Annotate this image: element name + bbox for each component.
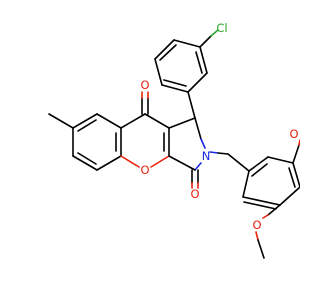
bond	[199, 46, 208, 74]
bond	[48, 113, 74, 129]
bond	[199, 35, 212, 48]
bond	[163, 79, 187, 87]
ketone-oxygen-label: O	[140, 78, 149, 92]
bond	[292, 144, 300, 164]
bond	[288, 167, 296, 188]
bond	[267, 156, 294, 164]
bond	[217, 152, 229, 155]
bond	[279, 186, 300, 206]
bond	[120, 155, 140, 168]
chlorine-atom-label: Cl	[216, 21, 227, 35]
bond	[72, 155, 98, 171]
bond	[255, 231, 259, 241]
bond	[187, 72, 208, 93]
bond	[227, 153, 250, 172]
bond	[251, 163, 268, 177]
bond	[96, 155, 122, 171]
bond	[210, 29, 219, 37]
bond	[200, 138, 206, 149]
bond	[144, 113, 170, 129]
bond	[173, 39, 201, 48]
bond	[120, 113, 146, 129]
methoxy-oxygen-para-label: O	[289, 127, 298, 141]
bond	[96, 113, 122, 129]
bond	[262, 214, 269, 219]
bond	[292, 162, 300, 188]
bond	[194, 117, 202, 140]
nitrogen-atom-label: N	[202, 149, 211, 163]
bond	[248, 156, 269, 172]
lactam-oxygen-label: O	[190, 187, 199, 201]
ring-oxygen-label: O	[140, 163, 149, 177]
bond	[257, 239, 265, 259]
bond	[209, 151, 219, 154]
atom-labels: Cl O O O N O O	[140, 21, 298, 232]
bond	[77, 119, 97, 132]
bond	[187, 91, 196, 119]
bond	[168, 117, 196, 129]
bond	[267, 204, 281, 216]
bond	[194, 162, 202, 171]
bond	[159, 44, 177, 61]
bond	[242, 170, 250, 198]
bond	[168, 155, 196, 171]
chemical-structure-diagram: Cl O O O N O O	[48, 21, 300, 259]
bond	[154, 58, 163, 86]
bond	[154, 39, 175, 60]
bond	[243, 201, 277, 210]
bond	[77, 152, 97, 165]
bond	[161, 84, 189, 93]
bond	[242, 196, 281, 206]
methoxy-oxygen-meta-label: O	[252, 218, 261, 232]
bond	[195, 51, 203, 74]
bonds	[48, 29, 300, 259]
bond	[150, 155, 170, 168]
bond	[298, 139, 300, 146]
bond	[72, 113, 98, 129]
